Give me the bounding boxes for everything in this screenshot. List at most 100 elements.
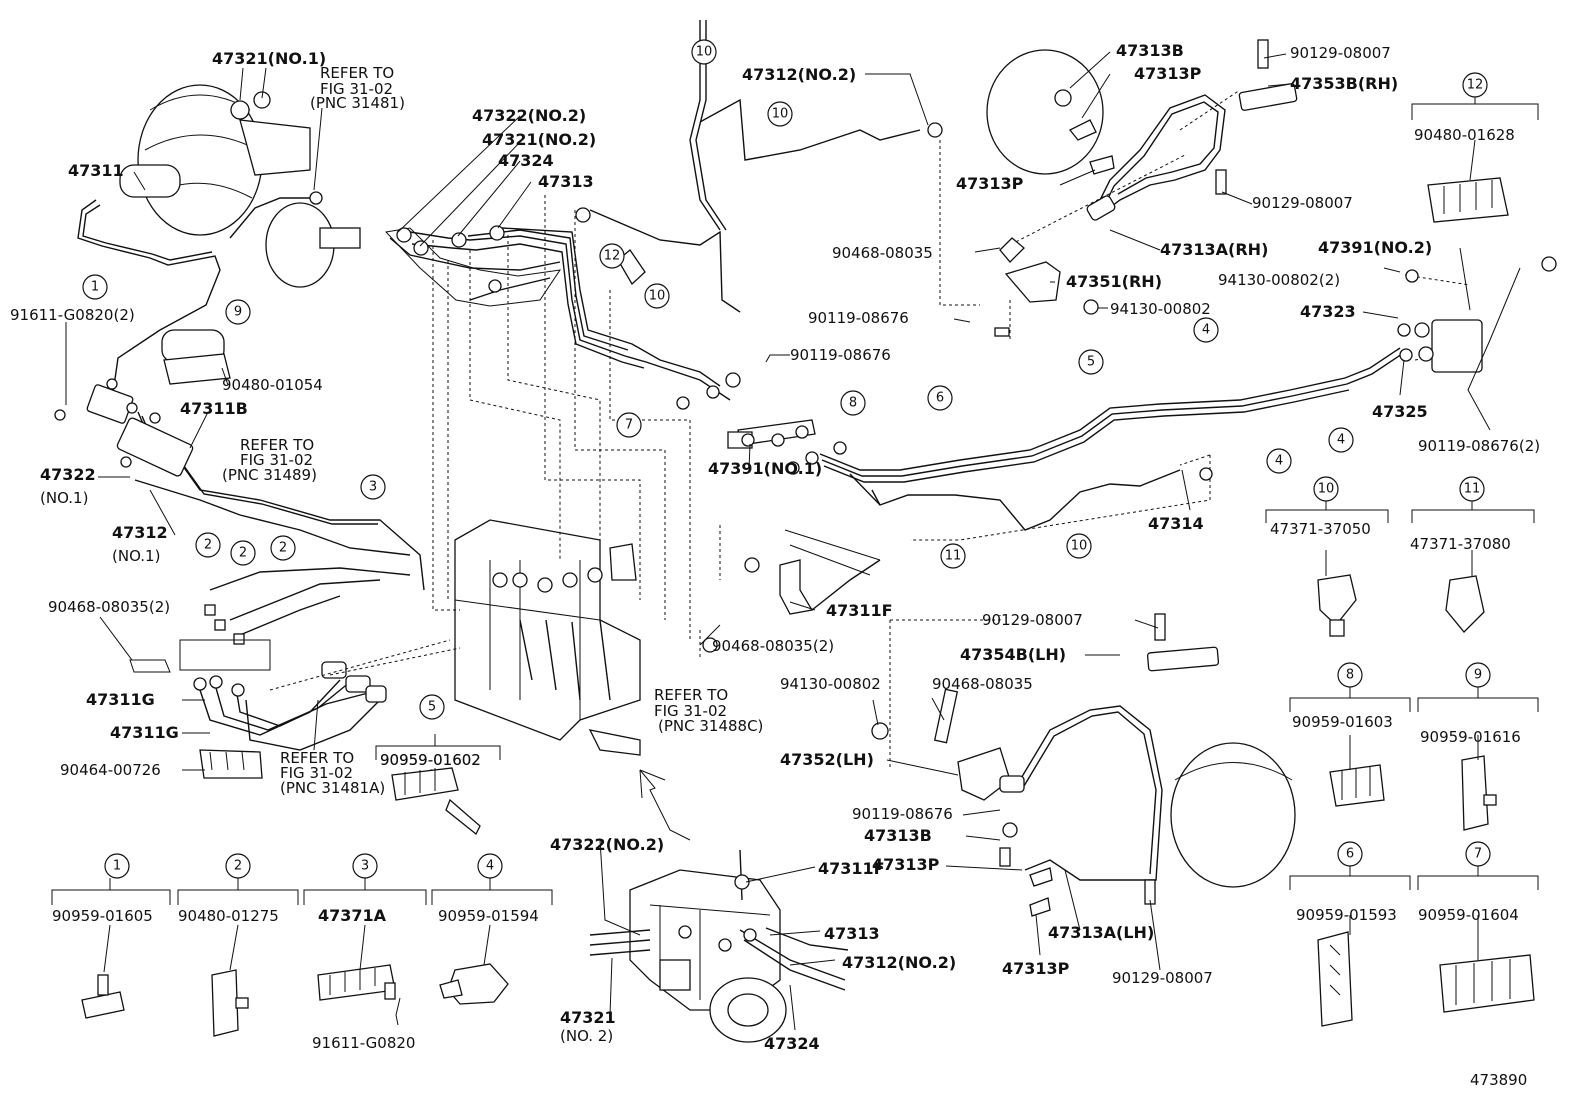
part-label-p14: 47312 [112, 523, 168, 542]
legend-part-number: 90959-01603 [1292, 713, 1393, 731]
callout-number: 10 [696, 45, 713, 60]
part-label-p29: 90119-08676 [790, 346, 891, 364]
actuator-hoses [129, 639, 387, 779]
part-label-p51: 90119-08676(2) [1418, 437, 1540, 455]
leader-lines [65, 51, 1521, 1031]
legend-part-number: 90959-01616 [1420, 728, 1521, 746]
clamp-callout: 4 [1328, 427, 1354, 453]
part-label-p65: 47311F [818, 859, 885, 878]
legend-key: 11 [1464, 482, 1481, 497]
part-label-p43: 90468-08035 [832, 244, 933, 262]
part-label-p37: 47313P [1134, 64, 1202, 83]
part-label-p38: 47313P [956, 174, 1024, 193]
part-label-p17: 47311G [86, 690, 155, 709]
legend-key-circle [1465, 662, 1491, 688]
part-label-p19: 90464-00726 [60, 761, 161, 779]
callout-number: 4 [1337, 433, 1345, 448]
callout-circle [599, 243, 625, 269]
legend-key-circle [1337, 841, 1363, 867]
legend-key: 12 [1467, 78, 1484, 93]
legend-part-number: 90959-01593 [1296, 906, 1397, 924]
part-label-p34: FIG 31-02 [654, 702, 727, 720]
abs-actuator-drawing [454, 519, 641, 756]
legend-key-circle [477, 853, 503, 879]
callout-number: 2 [279, 541, 287, 556]
callout-number: 7 [625, 418, 633, 433]
callout-circle [1066, 533, 1092, 559]
callout-circle [691, 39, 717, 65]
clamp-callout: 3 [360, 474, 386, 500]
legend-key: 2 [234, 859, 242, 874]
zoom-arrow [639, 769, 691, 841]
part-label-p50: 47325 [1372, 402, 1428, 421]
part-label-p28: 47312(NO.2) [742, 65, 856, 84]
front-left-pipes [54, 197, 425, 645]
callout-number: 11 [945, 549, 962, 564]
abs-actuator-detail [589, 849, 849, 1043]
part-label-p48: 94130-00802(2) [1218, 271, 1340, 289]
callout-number: 8 [849, 396, 857, 411]
callout-number: 4 [1202, 323, 1210, 338]
part-label-p54: 47354B(LH) [960, 645, 1066, 664]
legend-part-number: 47371-37080 [1410, 535, 1511, 553]
callout-circle [1266, 448, 1292, 474]
part-label-p61: 47313P [1002, 959, 1070, 978]
part-label-p6: 91611-G0820(2) [10, 306, 135, 324]
part-label-p30: 47391(NO.1) [708, 459, 822, 478]
drawing-number: 473890 [1470, 1071, 1527, 1089]
callout-number: 12 [604, 249, 621, 264]
rear-right-brake-drawing [986, 39, 1298, 337]
callout-circle [616, 412, 642, 438]
clamp-callout: 12 [599, 243, 625, 269]
clamp-callout: 10 [691, 39, 717, 65]
callout-number: 6 [936, 391, 944, 406]
part-label-p8: 47311B [180, 399, 248, 418]
part-label-p11: (PNC 31489) [222, 466, 317, 484]
clamp-callout: 10 [644, 283, 670, 309]
callout-circle [767, 101, 793, 127]
legend-key: 7 [1474, 847, 1482, 862]
part-label-p32: 90468-08035(2) [712, 637, 834, 655]
part-label-p16: 90468-08035(2) [48, 598, 170, 616]
legend-key-circle [352, 853, 378, 879]
callout-circle [940, 543, 966, 569]
clamp-callout: 1 [82, 274, 108, 300]
clamp-callout: 10 [1066, 533, 1092, 559]
part-label-p52: 47314 [1148, 514, 1204, 533]
clamp-callout: 6 [927, 385, 953, 411]
part-label-p20: REFER TO [280, 749, 354, 767]
callout-circle [1193, 317, 1219, 343]
callout-circle [644, 283, 670, 309]
legend-key-circle [1313, 476, 1339, 502]
legend-part-number: 90959-01604 [1418, 906, 1519, 924]
legend-entry-7: 7 90959-01604 [1418, 841, 1519, 924]
part-label-p64: 47322(NO.2) [550, 835, 664, 854]
hose-47311f [702, 529, 881, 653]
callout-circle [230, 540, 256, 566]
part-label-p57: 47352(LH) [780, 750, 874, 769]
clamp-callout: 11 [940, 543, 966, 569]
legend-part-number: 47371A [318, 906, 387, 925]
line-art [51, 20, 1557, 1043]
callout-number: 10 [772, 107, 789, 122]
legend-part-number: 47371-37050 [1270, 520, 1371, 538]
legend-key-circle [1459, 476, 1485, 502]
clamp-callout: 7 [616, 412, 642, 438]
callout-circle [82, 274, 108, 300]
clamp-callout: 4 [1266, 448, 1292, 474]
clamp-callout: 2 [270, 535, 296, 561]
part-label-p49: 47323 [1300, 302, 1356, 321]
callout-number: 5 [1087, 355, 1095, 370]
part-label-p63: 90129-08007 [1112, 969, 1213, 987]
part-label-p56: 90468-08035 [932, 675, 1033, 693]
part-label-p40: 47353B(RH) [1290, 74, 1398, 93]
